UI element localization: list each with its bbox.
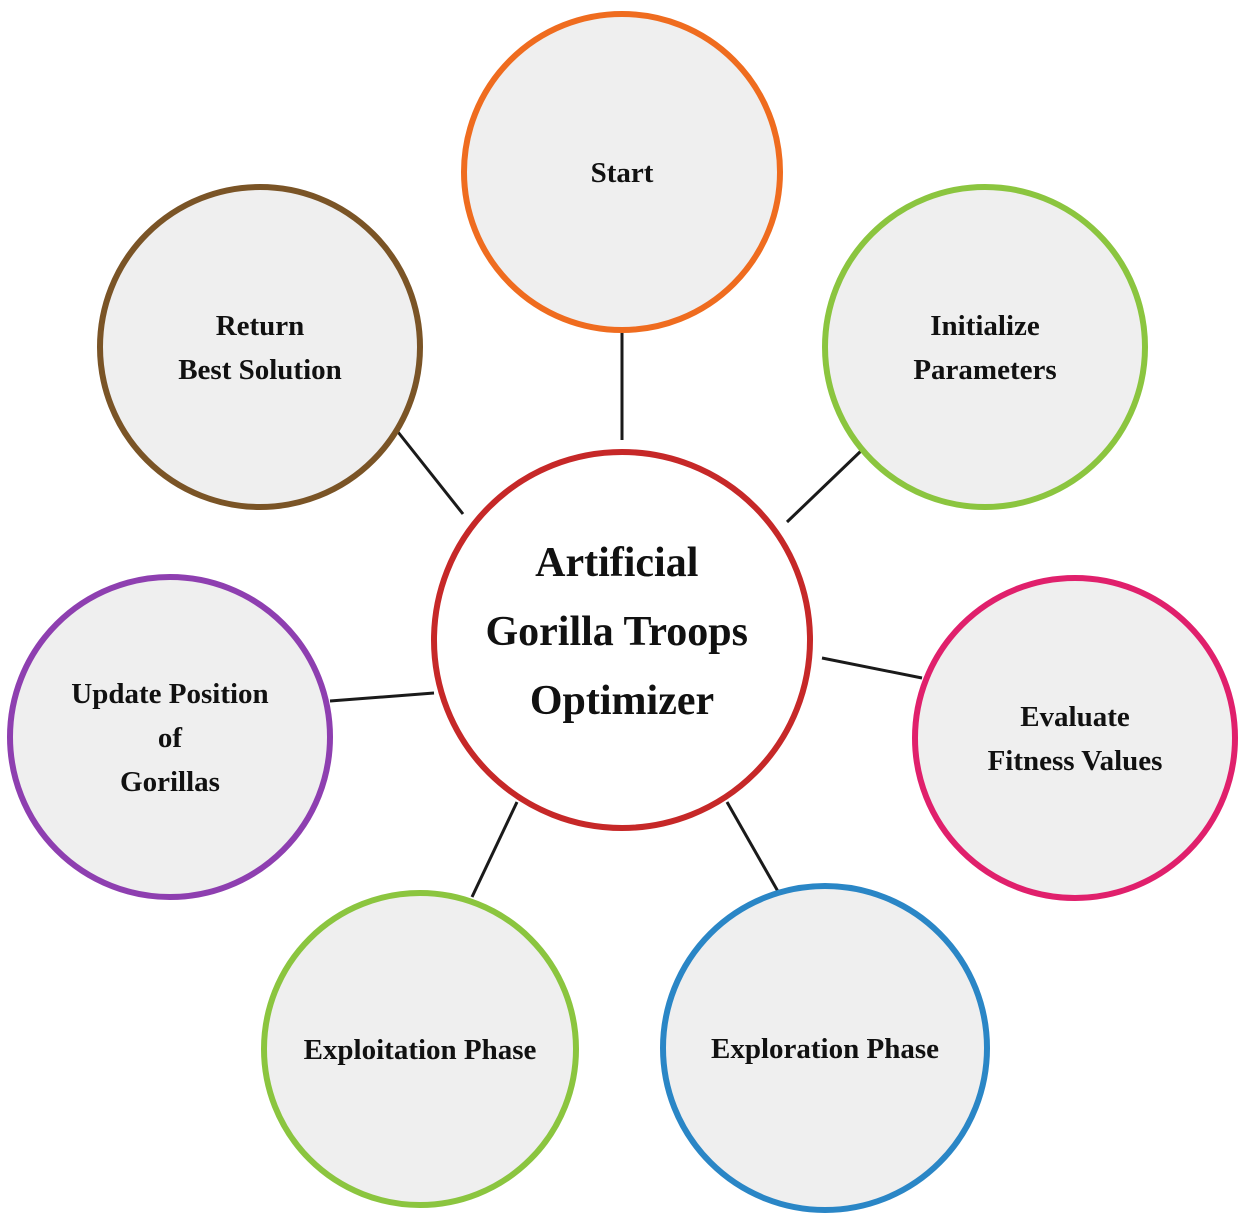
connector-initialize-parameters: [785, 448, 864, 524]
node-label-line: Evaluate: [1020, 701, 1130, 733]
node-start: Start: [461, 11, 783, 333]
node-label-line: Return: [216, 310, 305, 342]
center-title: Artificial Gorilla Troops Optimizer: [485, 540, 758, 724]
center-title-line-2: Gorilla Troops: [485, 609, 748, 655]
node-label-line: Update Position: [71, 678, 268, 710]
node-exploitation-phase: Exploitation Phase: [261, 890, 579, 1208]
connector-return-best-solution: [396, 431, 465, 515]
center-title-line-3: Optimizer: [530, 678, 714, 724]
connector-update-position-of-gorillas: [329, 691, 435, 703]
node-label-exploitation-phase: Exploitation Phase: [304, 1034, 537, 1066]
connectors: [329, 333, 923, 898]
connector-evaluate-fitness-values: [821, 656, 923, 680]
node-label-line: of: [158, 722, 183, 754]
node-label-line: Exploration Phase: [711, 1033, 939, 1065]
node-circle-return-best-solution: [97, 184, 423, 510]
node-label-start: Start: [591, 157, 654, 189]
node-circle-initialize-parameters: [822, 184, 1148, 510]
node-label-line: Parameters: [913, 354, 1056, 386]
node-label-exploration-phase: Exploration Phase: [711, 1033, 939, 1065]
center-title-line-1: Artificial: [535, 540, 698, 586]
node-exploration-phase: Exploration Phase: [660, 883, 990, 1213]
center-node: Artificial Gorilla Troops Optimizer: [431, 449, 813, 831]
center-circle: [431, 449, 813, 831]
connector-exploitation-phase: [470, 801, 519, 898]
node-label-line: Initialize: [930, 310, 1040, 342]
node-label-line: Fitness Values: [988, 745, 1163, 777]
node-label-line: Best Solution: [178, 354, 342, 386]
node-label-line: Exploitation Phase: [304, 1034, 537, 1066]
node-circle-update-position-of-gorillas: [7, 574, 333, 900]
node-circle-evaluate-fitness-values: [912, 575, 1238, 901]
node-circle-exploration-phase: [660, 883, 990, 1213]
node-circle-exploitation-phase: [261, 890, 579, 1208]
node-label-line: Gorillas: [120, 766, 220, 798]
connector-exploration-phase: [725, 801, 782, 896]
node-label-line: Start: [591, 157, 654, 189]
node-circle-start: [461, 11, 783, 333]
